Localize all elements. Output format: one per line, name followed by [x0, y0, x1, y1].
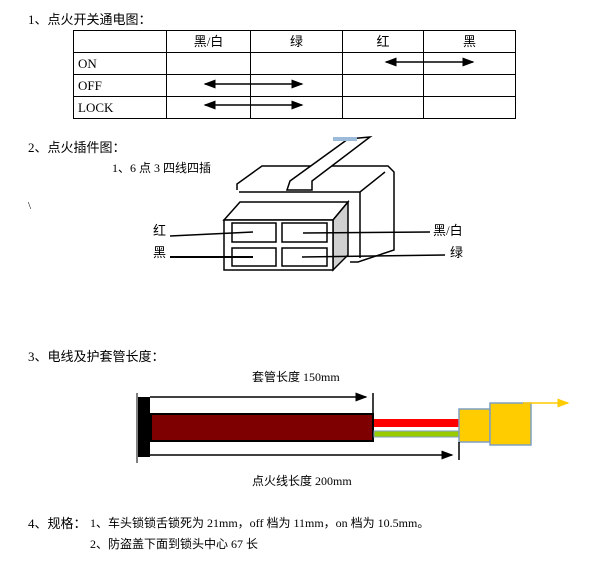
- spec-line-2: 2、防盗盖下面到锁头中心 67 长: [90, 537, 259, 551]
- plug-small: [458, 408, 491, 443]
- header-cell: 黑: [423, 30, 516, 53]
- pin-label-black: 黑: [153, 245, 167, 260]
- wire-length-label: 点火线长度 200mm: [252, 474, 352, 488]
- cable-drawing: [136, 392, 570, 463]
- plug-large: [489, 402, 532, 446]
- section3-title: 3、电线及护套管长度：: [28, 349, 165, 364]
- section1-title: 1、点火开关通电图：: [28, 12, 152, 27]
- spec-line-1: 1、车头锁锁舌锁死为 21mm，off 档为 11mm，on 档为 10.5mm…: [90, 516, 430, 530]
- stray-mark: \: [28, 200, 32, 212]
- pin-label-black-white: 黑/白: [433, 223, 463, 238]
- sleeve-length-label: 套管长度 150mm: [252, 370, 340, 384]
- section2-title: 2、点火插件图：: [28, 140, 126, 155]
- red-wire: [374, 419, 459, 427]
- row-label: LOCK: [73, 96, 167, 119]
- pin-label-green: 绿: [450, 245, 464, 260]
- connector-drawing: [169, 136, 446, 272]
- sleeve: [150, 413, 374, 442]
- table-row: LOCK: [73, 96, 516, 119]
- section2-subtitle: 1、6 点 3 四线四插: [112, 161, 212, 175]
- green-wire: [373, 430, 460, 438]
- table-arrows: [203, 57, 475, 110]
- section4-title: 4、规格：: [28, 516, 87, 531]
- pin-label-red: 红: [153, 223, 167, 238]
